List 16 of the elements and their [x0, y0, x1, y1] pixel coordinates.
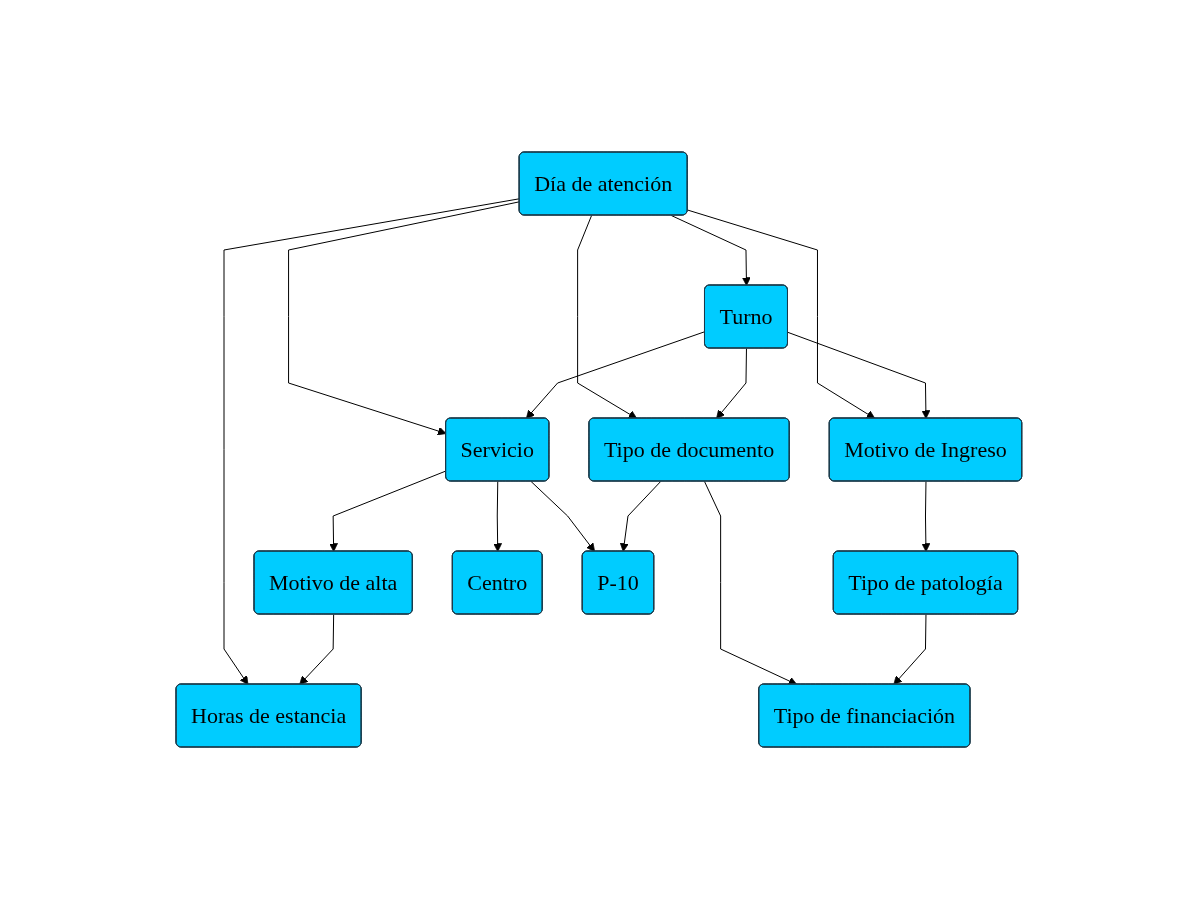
arrow — [620, 480, 662, 552]
arrow — [893, 613, 927, 685]
arrow — [687, 209, 876, 419]
arrow — [530, 480, 596, 552]
arrow — [288, 200, 521, 435]
arrow — [493, 480, 503, 552]
arrow — [921, 480, 931, 552]
arrow — [329, 469, 447, 552]
arrow — [577, 214, 638, 419]
arrow — [299, 613, 335, 685]
arrow — [716, 347, 748, 419]
arrow — [670, 214, 751, 286]
arrow — [787, 331, 931, 419]
arrow — [704, 480, 798, 685]
arrow — [223, 197, 521, 685]
arrow — [526, 330, 706, 419]
